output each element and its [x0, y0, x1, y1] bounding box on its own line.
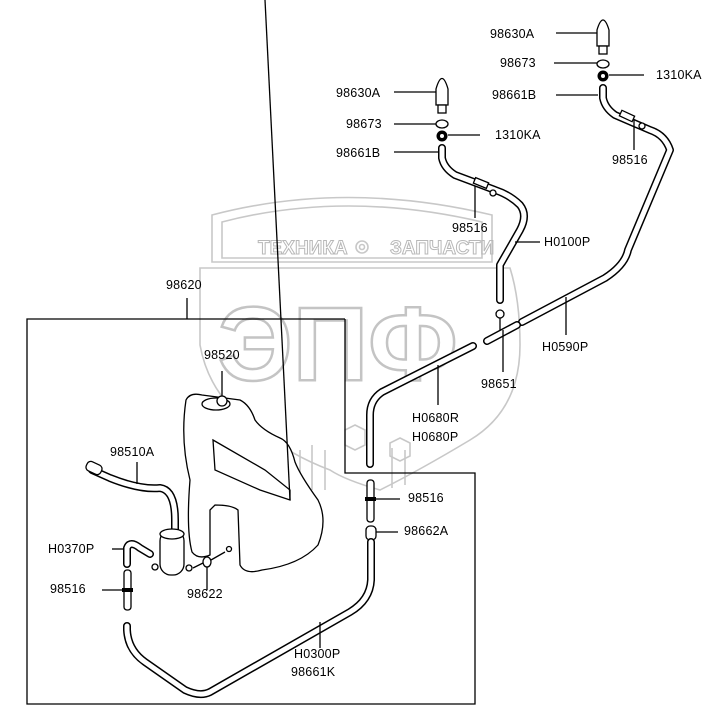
joint-98662a[interactable]: [365, 525, 377, 541]
label-grommet: 98622: [187, 587, 223, 601]
label-tee-98651: 98651: [481, 377, 517, 391]
label-hose-h0680r: H0680R: [412, 411, 459, 425]
label-elbow-right: 98661B: [492, 88, 536, 102]
watermark-badge-top: [211, 196, 493, 263]
label-hose-h0300p: H0300P: [294, 647, 340, 661]
label-seal-left: 98673: [346, 117, 382, 131]
tee-connector-group: [366, 309, 521, 468]
reservoir-assembly-box: [26, 318, 476, 705]
label-hose-98661k: 98661K: [291, 665, 336, 679]
label-connector-right: 98516: [612, 153, 648, 167]
label-cap: 98520: [204, 348, 240, 362]
label-clip-right: 1310KA: [656, 68, 702, 82]
watermark-text-left: ТЕХНИКА: [258, 238, 348, 259]
right-nozzle-group: [518, 19, 674, 335]
connector-right[interactable]: [618, 109, 636, 123]
left-nozzle-group: [394, 77, 540, 304]
seal-right[interactable]: [596, 59, 610, 69]
label-pump: 98510A: [110, 445, 155, 459]
washer-pump[interactable]: [85, 460, 193, 576]
watermark-wheat: [299, 424, 411, 490]
nozzle-left[interactable]: [435, 77, 449, 106]
reservoir-cap[interactable]: [201, 395, 231, 411]
label-elbow-left: 98661B: [336, 146, 380, 160]
nozzle-left-stem: [437, 104, 447, 114]
label-nozzle-right: 98630A: [490, 27, 535, 41]
watermark-big-letters: ЭПФ: [218, 286, 458, 403]
label-reservoir-assy: 98620: [166, 278, 202, 292]
label-connector-lower-right: 98516: [408, 491, 444, 505]
seal-left[interactable]: [435, 119, 449, 129]
watermark: ТЕХНИКА ЗАПЧАСТИ ЭПФ: [199, 196, 521, 491]
label-seal-right: 98673: [500, 56, 536, 70]
grommet[interactable]: [192, 545, 233, 569]
connector-lower-left[interactable]: [122, 569, 133, 611]
watermark-badge-top-inner: [221, 205, 483, 259]
watermark-text-right: ЗАПЧАСТИ: [390, 238, 494, 259]
nozzle-right[interactable]: [596, 19, 610, 47]
tee-98651[interactable]: [495, 309, 505, 319]
reservoir-tank[interactable]: [183, 0, 324, 573]
hose-h0370p[interactable]: [123, 540, 154, 568]
label-connector-lower-left: 98516: [50, 582, 86, 596]
label-nozzle-left: 98630A: [336, 86, 381, 100]
labels: 98630A 98673 1310KA 98661B 98516 98630A …: [48, 27, 702, 679]
label-clip-left: 1310KA: [495, 128, 541, 142]
label-hose-h0370p: H0370P: [48, 542, 94, 556]
nozzle-right-stem: [598, 45, 608, 55]
connector-lower-right[interactable]: [365, 479, 376, 523]
hose-h0300p[interactable]: [123, 538, 375, 699]
gear-icon: [355, 240, 369, 254]
label-joint-98662a: 98662A: [404, 524, 449, 538]
label-hose-h0680p: H0680P: [412, 430, 458, 444]
connector-left[interactable]: [472, 176, 490, 190]
label-hose-h0100p: H0100P: [544, 235, 590, 249]
label-hose-h0590p: H0590P: [542, 340, 588, 354]
label-connector-left: 98516: [452, 221, 488, 235]
